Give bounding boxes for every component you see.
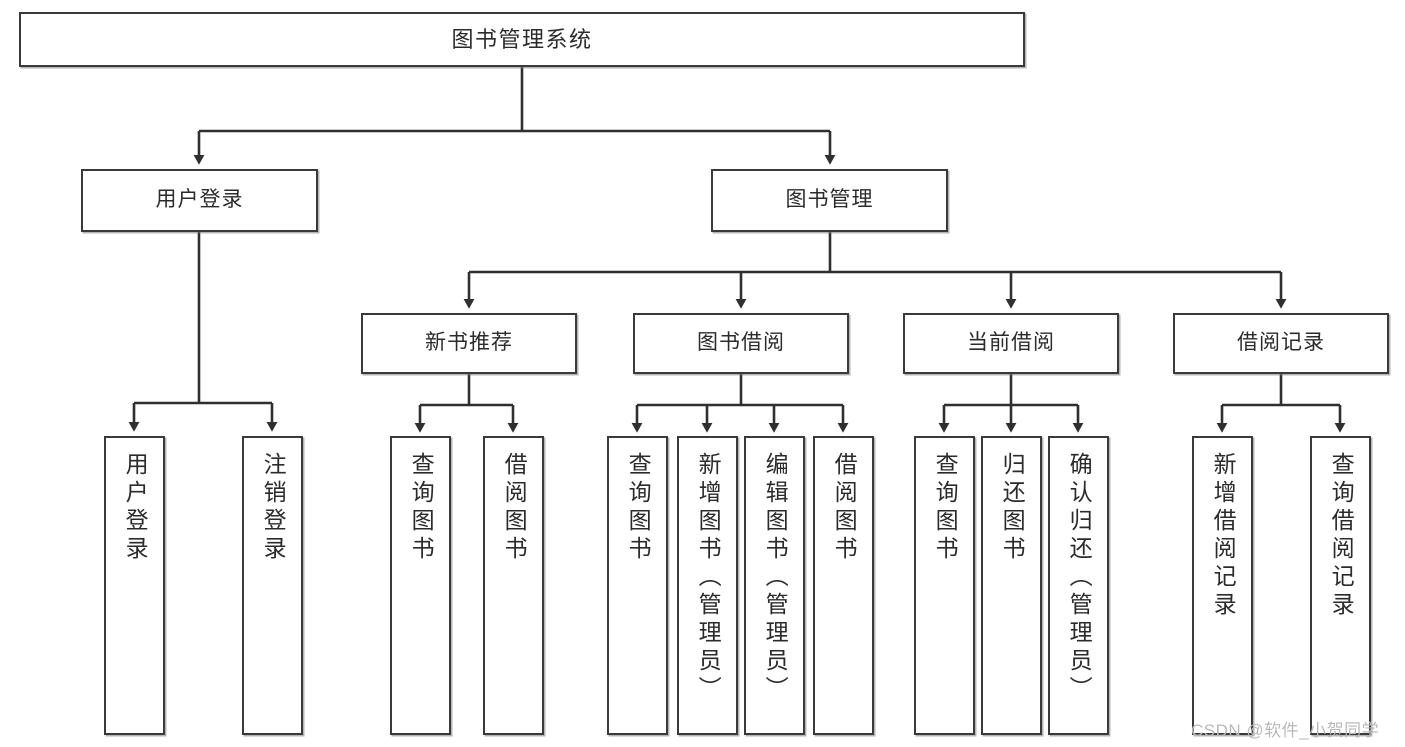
node-label: 归还图书 — [999, 452, 1026, 564]
leaf-confirm-return-admin[interactable]: 确认归还（管理员） — [1048, 436, 1109, 735]
leaf-logout[interactable]: 注销登录 — [242, 436, 303, 735]
node-label: 图书管理 — [785, 188, 874, 212]
node-label: 新书推荐 — [425, 331, 513, 355]
node-label: 查询图书 — [625, 452, 652, 564]
node-label: 查询图书 — [408, 452, 435, 564]
node-book-management[interactable]: 图书管理 — [711, 169, 948, 232]
node-label: 图书管理系统 — [451, 26, 593, 52]
node-label: 查询借阅记录 — [1328, 452, 1355, 620]
leaf-borrow-book-recommend[interactable]: 借阅图书 — [483, 436, 544, 735]
node-label: 注销登录 — [260, 452, 287, 564]
leaf-add-borrow-record[interactable]: 新增借阅记录 — [1192, 436, 1253, 735]
node-root-book-management-system[interactable]: 图书管理系统 — [19, 12, 1025, 67]
leaf-query-borrow-record[interactable]: 查询借阅记录 — [1310, 436, 1371, 735]
csdn-watermark: CSDN @软件_小贺同学 — [1191, 721, 1380, 740]
node-new-book-recommend[interactable]: 新书推荐 — [361, 313, 577, 374]
leaf-user-login[interactable]: 用户登录 — [104, 436, 165, 735]
node-label: 图书借阅 — [697, 331, 785, 355]
leaf-query-book-recommend[interactable]: 查询图书 — [390, 436, 451, 735]
node-label: 当前借阅 — [967, 331, 1055, 355]
node-borrow-record[interactable]: 借阅记录 — [1173, 313, 1389, 374]
node-label: 新增图书（管理员） — [695, 452, 722, 704]
leaf-borrow-book[interactable]: 借阅图书 — [813, 436, 874, 735]
node-label: 新增借阅记录 — [1210, 452, 1237, 620]
node-user-login[interactable]: 用户登录 — [81, 169, 318, 232]
node-label: 确认归还（管理员） — [1066, 452, 1093, 704]
node-current-borrow[interactable]: 当前借阅 — [903, 313, 1119, 374]
leaf-edit-book-admin[interactable]: 编辑图书（管理员） — [744, 436, 805, 735]
leaf-add-book-admin[interactable]: 新增图书（管理员） — [677, 436, 738, 735]
node-label: 用户登录 — [122, 452, 149, 564]
node-label: 用户登录 — [155, 188, 244, 212]
leaf-query-book-current[interactable]: 查询图书 — [914, 436, 975, 735]
node-book-borrow[interactable]: 图书借阅 — [633, 313, 849, 374]
leaf-query-book-borrow[interactable]: 查询图书 — [607, 436, 668, 735]
node-label: 借阅图书 — [501, 452, 528, 564]
node-label: 借阅记录 — [1237, 331, 1325, 355]
node-label: 借阅图书 — [831, 452, 858, 564]
node-label: 查询图书 — [932, 452, 959, 564]
node-label: 编辑图书（管理员） — [762, 452, 789, 704]
leaf-return-book[interactable]: 归还图书 — [981, 436, 1042, 735]
